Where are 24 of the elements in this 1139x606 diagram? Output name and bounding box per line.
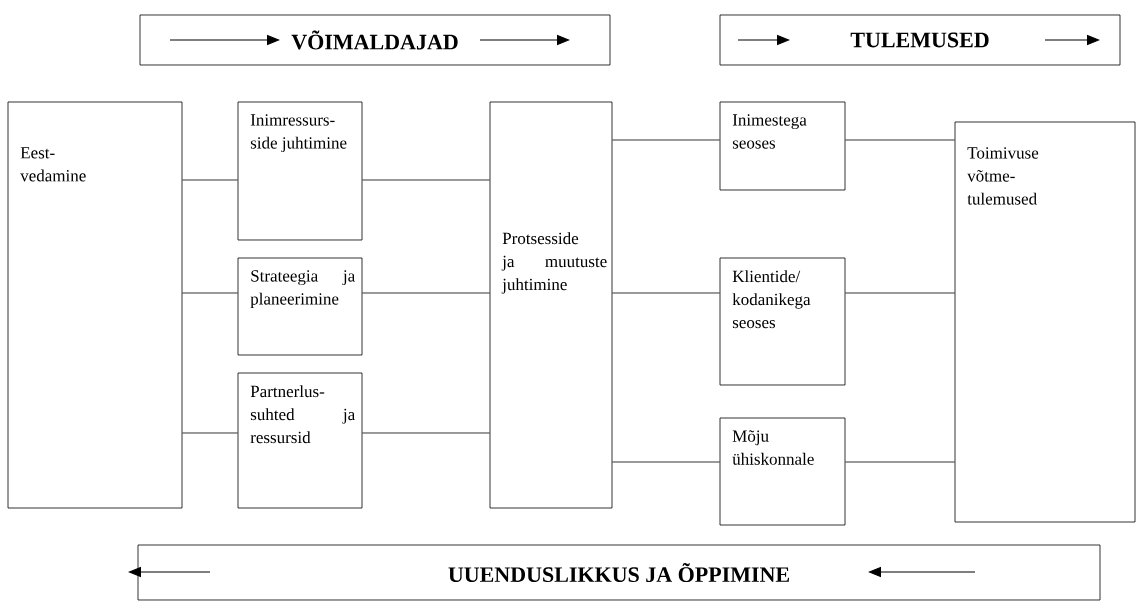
connector-line [845, 292, 955, 294]
banner-box: TULEMUSED [719, 14, 1121, 66]
process-box: Inimressurs-side juhtimine [237, 101, 363, 241]
process-box: Inimestega seoses [719, 101, 846, 191]
process-box: Toimivuse võtme-tulemused [954, 121, 1136, 523]
process-box: Protsesside ja muutuste juhtimine [489, 101, 613, 509]
connector-line [362, 179, 490, 181]
connector-line [612, 292, 720, 294]
banner-box: UUENDUSLIKKUS JA ÕPPIMINE [137, 544, 1101, 601]
connector-line [182, 292, 238, 294]
connector-line [362, 292, 490, 294]
banner-box: VÕIMALDAJAD [139, 14, 611, 66]
connector-line [845, 461, 955, 463]
connector-line [182, 179, 238, 181]
process-box: Mõju ühiskonnale [719, 417, 846, 526]
connector-line [845, 139, 955, 141]
process-box: Partnerlus-suhted ja ressursid [237, 372, 363, 509]
connector-line [612, 139, 720, 141]
process-box: Strateegia ja planeerimine [237, 257, 363, 356]
connector-line [612, 461, 720, 463]
process-box: Klientide/ kodanikega seoses [719, 257, 846, 386]
connector-line [182, 432, 238, 434]
connector-line [362, 432, 490, 434]
process-box: Eest-vedamine [7, 101, 183, 509]
